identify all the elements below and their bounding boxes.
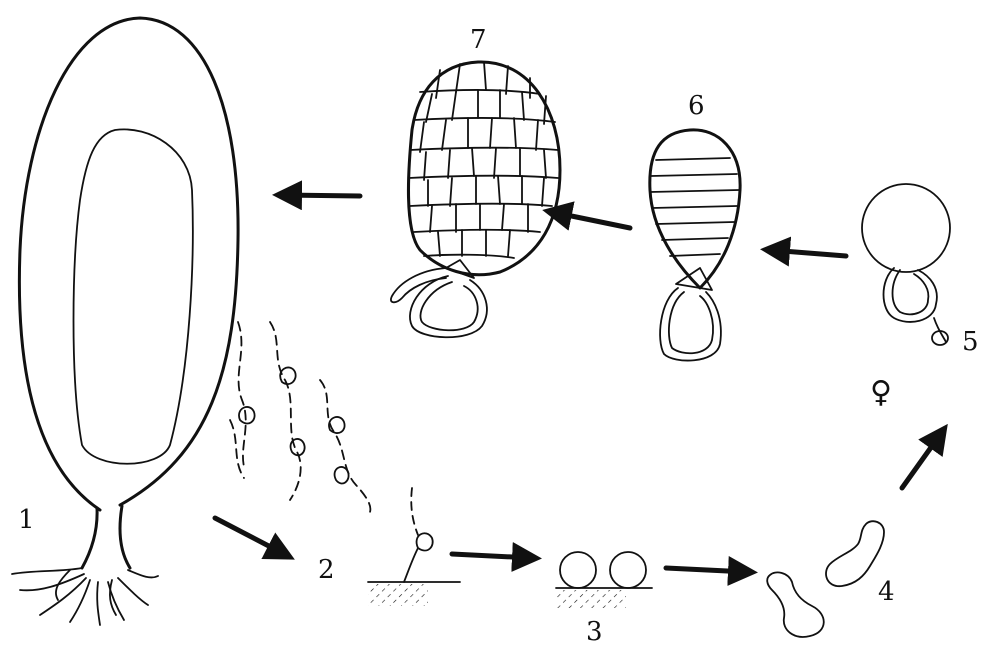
arrow-4-to-5 xyxy=(902,432,942,488)
stage-label-4: 4 xyxy=(878,577,895,607)
zoospore xyxy=(335,467,349,484)
stage-5-female-cell xyxy=(862,184,950,345)
stage-label-2: 2 xyxy=(318,555,335,585)
arrow-5-to-6 xyxy=(770,250,846,256)
stage-label-3: 3 xyxy=(586,617,603,647)
arrow-7-to-1 xyxy=(282,195,360,196)
stage-2-zoospores xyxy=(230,322,370,512)
arrow-1-to-2 xyxy=(215,518,286,555)
stage-2-settling-zoospore xyxy=(368,488,460,606)
stage-1-mature-cell xyxy=(12,18,238,625)
zoospore xyxy=(329,417,345,433)
stage-1-rhizoids xyxy=(12,568,158,625)
stage-label-7: 7 xyxy=(470,25,487,55)
zoospore xyxy=(239,407,255,424)
arrow-6-to-7 xyxy=(552,212,630,228)
stage-label-5: 5 xyxy=(962,327,979,357)
arrow-3-to-4 xyxy=(666,568,748,572)
cycle-arrows xyxy=(215,195,942,572)
arrow-2-to-3 xyxy=(452,554,532,558)
stage-label-1: 1 xyxy=(18,505,35,535)
stage-1-nucleus-region xyxy=(74,129,193,463)
zoospore xyxy=(280,367,295,384)
stage-7-young-thallus xyxy=(391,62,560,337)
stage-4-germlings xyxy=(767,521,884,637)
stage-label-6: 6 xyxy=(688,91,705,121)
female-symbol: ♀ xyxy=(870,375,892,410)
stage-3-settled-cells xyxy=(556,552,652,608)
stage-6-dividing-cell xyxy=(650,130,740,361)
